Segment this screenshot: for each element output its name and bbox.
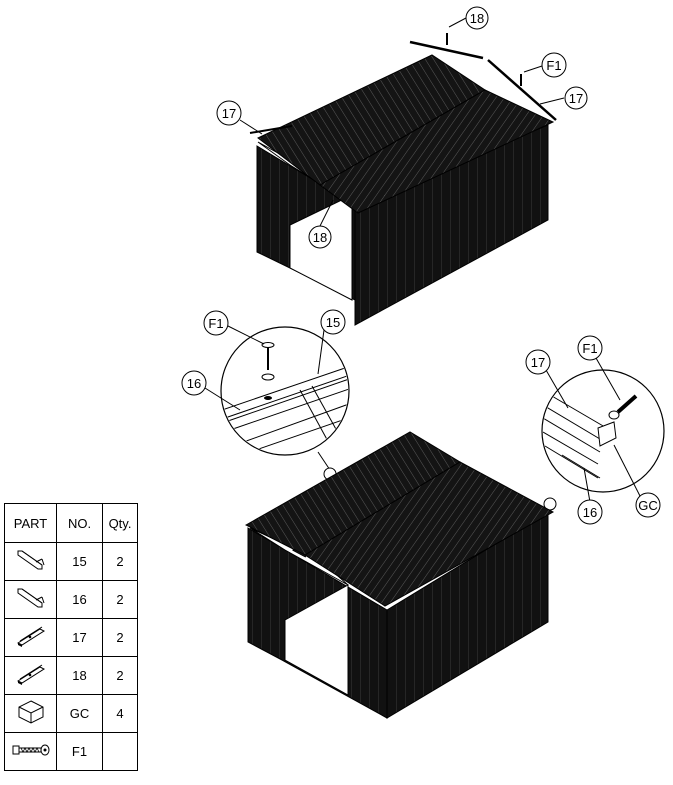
table-row: F1: [4, 732, 138, 771]
callout-17-top-left: 17: [216, 100, 263, 135]
part-no: 18: [56, 656, 103, 695]
detail-left: [220, 326, 350, 481]
callout-gc-right: GC: [613, 444, 661, 518]
parts-table: PART NO. Qty. 15 2 16 2 17 2 18 2 GC: [4, 503, 138, 771]
part-no: 16: [56, 580, 103, 619]
table-row: GC 4: [4, 694, 138, 733]
callout-f1-left: F1: [203, 310, 265, 345]
svg-text:15: 15: [326, 315, 340, 330]
part-qty: [102, 732, 138, 771]
angle-rail-icon: [4, 580, 57, 619]
callout-f1-top: F1: [523, 52, 567, 78]
table-row: 18 2: [4, 656, 138, 695]
callout-f1-right: F1: [577, 335, 621, 401]
callout-17-right: 17: [525, 349, 569, 409]
part-qty: 4: [102, 694, 138, 733]
ridge-channel-icon: [4, 656, 57, 695]
top-shed: [249, 33, 557, 326]
header-part: PART: [4, 503, 57, 543]
svg-text:GC: GC: [638, 498, 658, 513]
part-qty: 2: [102, 580, 138, 619]
detail-right: [541, 369, 665, 511]
callout-18-top: 18: [448, 6, 489, 30]
callout-16-left: 16: [181, 370, 241, 411]
callout-18-top-lower: 18: [308, 199, 334, 249]
part-no: 17: [56, 618, 103, 657]
callout-16-right: 16: [577, 467, 603, 525]
table-row: 17 2: [4, 618, 138, 657]
callout-17-top-right: 17: [539, 86, 588, 110]
svg-text:17: 17: [222, 106, 236, 121]
svg-text:16: 16: [583, 505, 597, 520]
callout-15-left: 15: [317, 309, 346, 375]
part-qty: 2: [102, 618, 138, 657]
angle-rail-icon: [4, 542, 57, 581]
top-shed-roof-right: [319, 89, 555, 214]
parts-table-header: PART NO. Qty.: [4, 503, 138, 543]
table-row: 15 2: [4, 542, 138, 581]
header-no: NO.: [56, 503, 103, 543]
svg-text:F1: F1: [546, 58, 561, 73]
svg-text:18: 18: [313, 230, 327, 245]
svg-text:17: 17: [531, 355, 545, 370]
table-row: 16 2: [4, 580, 138, 619]
part-no: 15: [56, 542, 103, 581]
ridge-channel-icon: [4, 618, 57, 657]
bottom-shed: [244, 431, 555, 719]
bottom-shed-roof-right: [304, 461, 555, 607]
svg-text:16: 16: [187, 376, 201, 391]
gable-cap-icon: [4, 694, 57, 733]
svg-text:18: 18: [470, 11, 484, 26]
part-no: F1: [56, 732, 103, 771]
bottom-shed-door-opening: [284, 584, 349, 696]
svg-text:F1: F1: [582, 341, 597, 356]
part-no: GC: [56, 694, 103, 733]
part-qty: 2: [102, 542, 138, 581]
svg-text:17: 17: [569, 91, 583, 106]
part-qty: 2: [102, 656, 138, 695]
screw-icon: [4, 732, 57, 771]
svg-text:F1: F1: [208, 316, 223, 331]
header-qty: Qty.: [102, 503, 138, 543]
